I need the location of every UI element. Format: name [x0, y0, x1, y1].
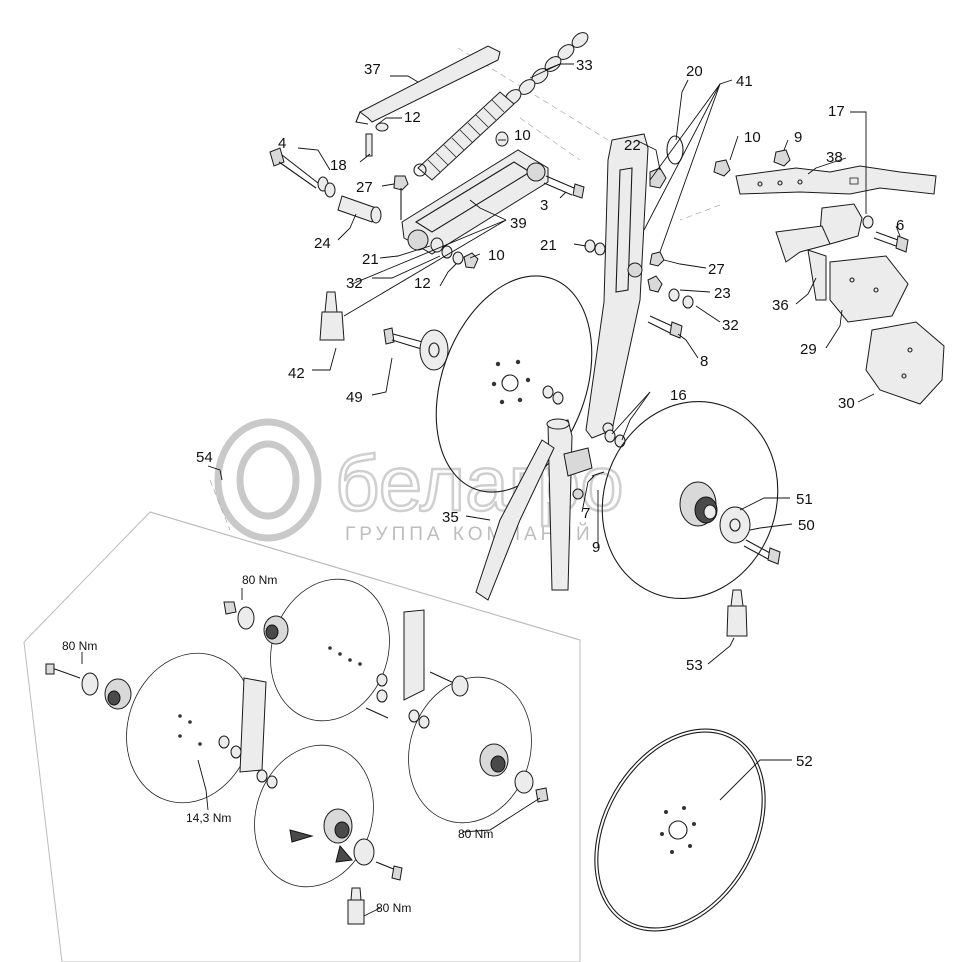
callout-24: 24: [314, 235, 331, 252]
watermark-subtitle: ГРУППА КОМПАНИЙ: [345, 523, 594, 545]
upright-leg: [585, 133, 649, 439]
torque-label-2: 80 Nm: [62, 639, 97, 653]
callout-27b: 27: [708, 261, 725, 278]
torque-label-1: 80 Nm: [242, 573, 277, 587]
ring-20: [666, 135, 684, 165]
grease-tube-53: [726, 589, 748, 637]
callout-53: 53: [686, 657, 703, 674]
callout-10b: 10: [514, 127, 531, 144]
callout-23: 23: [714, 285, 731, 302]
callout-labels: 37 12 33 4 18 27 24 10 3 39 21 10 32 12 …: [196, 57, 904, 770]
washer-icon: [317, 176, 336, 198]
callout-35: 35: [442, 509, 459, 526]
bolt-49: [383, 327, 449, 371]
callout-51: 51: [796, 491, 813, 508]
leader-lines: [81, 63, 901, 917]
spring-icon: [413, 91, 515, 181]
bolt-3: [543, 175, 585, 199]
bolt-8: [647, 315, 683, 339]
pin-18: [365, 133, 373, 157]
callout-4: 4: [278, 135, 286, 152]
disc-icon: [435, 275, 593, 493]
callout-8: 8: [700, 353, 708, 370]
inset-assembly-bottom: [254, 744, 403, 925]
callout-52: 52: [796, 753, 813, 770]
torque-label-5: 80 Nm: [376, 901, 411, 915]
front-disc: [601, 400, 781, 600]
callout-3: 3: [540, 197, 548, 214]
callout-7: 7: [582, 505, 590, 522]
callout-27a: 27: [356, 179, 373, 196]
nut-10c: [713, 159, 731, 177]
scraper-icon: [775, 203, 909, 323]
bolt-icon: [269, 147, 319, 189]
bolt-6: [873, 231, 909, 253]
callout-42: 42: [288, 365, 305, 382]
callout-18: 18: [330, 157, 347, 174]
callout-30: 30: [838, 395, 855, 412]
nut-27a: [393, 175, 409, 220]
blade-30: [865, 321, 945, 405]
callout-10a: 10: [488, 247, 505, 264]
callout-54: 54: [196, 449, 213, 466]
sleeve-24: [337, 195, 382, 224]
washer-12a: [375, 122, 389, 132]
chain-icon: [504, 32, 589, 105]
callout-38: 38: [826, 149, 843, 166]
grease-tube-icon: [319, 291, 345, 341]
swing-arm-39: [401, 149, 549, 255]
callout-36: 36: [772, 297, 789, 314]
washer-17: [862, 215, 874, 229]
inset-assembly-right: [365, 671, 549, 824]
callout-9a: 9: [592, 539, 600, 556]
callout-16: 16: [670, 387, 687, 404]
callout-32a: 32: [346, 275, 363, 292]
callout-29: 29: [800, 341, 817, 358]
disc-52: [594, 728, 766, 932]
callout-50: 50: [798, 517, 815, 534]
callout-21b: 21: [540, 237, 557, 254]
bar-37: [355, 45, 501, 125]
nut-22: [649, 167, 667, 189]
inset-assembly-left: [45, 652, 278, 804]
callout-9b: 9: [794, 129, 802, 146]
washers-23-32b: [647, 275, 694, 309]
callout-12a: 12: [404, 109, 421, 126]
callout-33: 33: [576, 57, 593, 74]
hub-icon: [679, 481, 718, 527]
callout-17: 17: [828, 103, 845, 120]
callout-39: 39: [510, 215, 527, 232]
callout-21a: 21: [362, 251, 379, 268]
callout-49: 49: [346, 389, 363, 406]
callout-10c: 10: [744, 129, 761, 146]
inset-assembly-top: [223, 578, 425, 722]
torque-labels: 80 Nm 80 Nm 14,3 Nm 80 Nm 80 Nm: [62, 573, 493, 915]
callout-20: 20: [686, 63, 703, 80]
nut-9b: [773, 149, 791, 167]
callout-12b: 12: [414, 275, 431, 292]
callout-32b: 32: [722, 317, 739, 334]
bracket-38: [735, 165, 937, 195]
callout-41: 41: [736, 73, 753, 90]
callout-6: 6: [896, 217, 904, 234]
washers-21-32-12-10: [430, 131, 509, 269]
shank-35: [475, 418, 605, 601]
callout-37: 37: [364, 61, 381, 78]
torque-label-4: 80 Nm: [458, 827, 493, 841]
callout-22: 22: [624, 137, 641, 154]
washers-21-27b: [584, 239, 665, 267]
assembly-guide-lines: [209, 47, 721, 531]
torque-label-3: 14,3 Nm: [186, 811, 231, 825]
